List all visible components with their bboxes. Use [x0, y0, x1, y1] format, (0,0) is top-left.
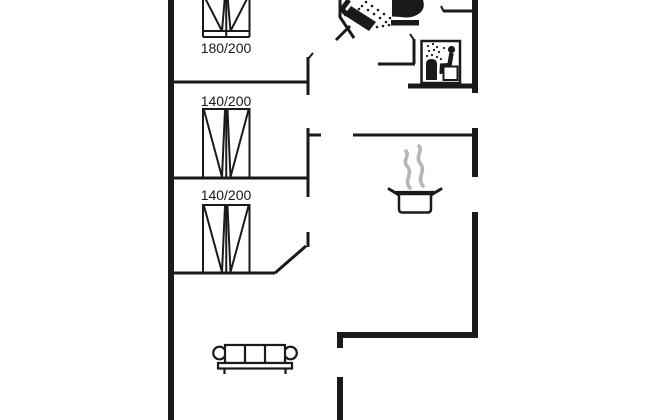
steam-wisp-right: [416, 144, 425, 188]
bed3-size-label: 140/200: [201, 187, 252, 203]
sauna-heater: [426, 59, 437, 80]
sofa-base: [216, 361, 294, 370]
sauna-steam-dots: [425, 42, 446, 67]
sofa-backrest: [223, 343, 287, 365]
cooking-pot-icon: [387, 144, 443, 214]
bed1-size-label: 180/200: [201, 40, 252, 56]
bedroom3-door-leaf: [274, 244, 307, 275]
bed2-size-label: 140/200: [201, 93, 252, 109]
double-bed-2: [202, 108, 251, 179]
double-bed-1: [202, 0, 251, 38]
steam-wisp-left: [403, 149, 412, 190]
shower-icon: [339, 0, 392, 31]
shower-spray-dots: [357, 0, 392, 29]
shower-screen: [334, 0, 356, 42]
double-bed-3: [202, 204, 251, 274]
corridor-wall-middle: [306, 128, 321, 197]
toilet-icon: [391, 0, 424, 26]
sauna-left-wall: [378, 39, 416, 66]
sauna-person: [439, 45, 456, 75]
sofa-icon: [212, 343, 298, 374]
sofa-feet: [223, 368, 287, 374]
door-jamb-curls: [307, 5, 445, 60]
sauna-icon: [420, 39, 462, 85]
sauna-bench: [442, 65, 459, 81]
